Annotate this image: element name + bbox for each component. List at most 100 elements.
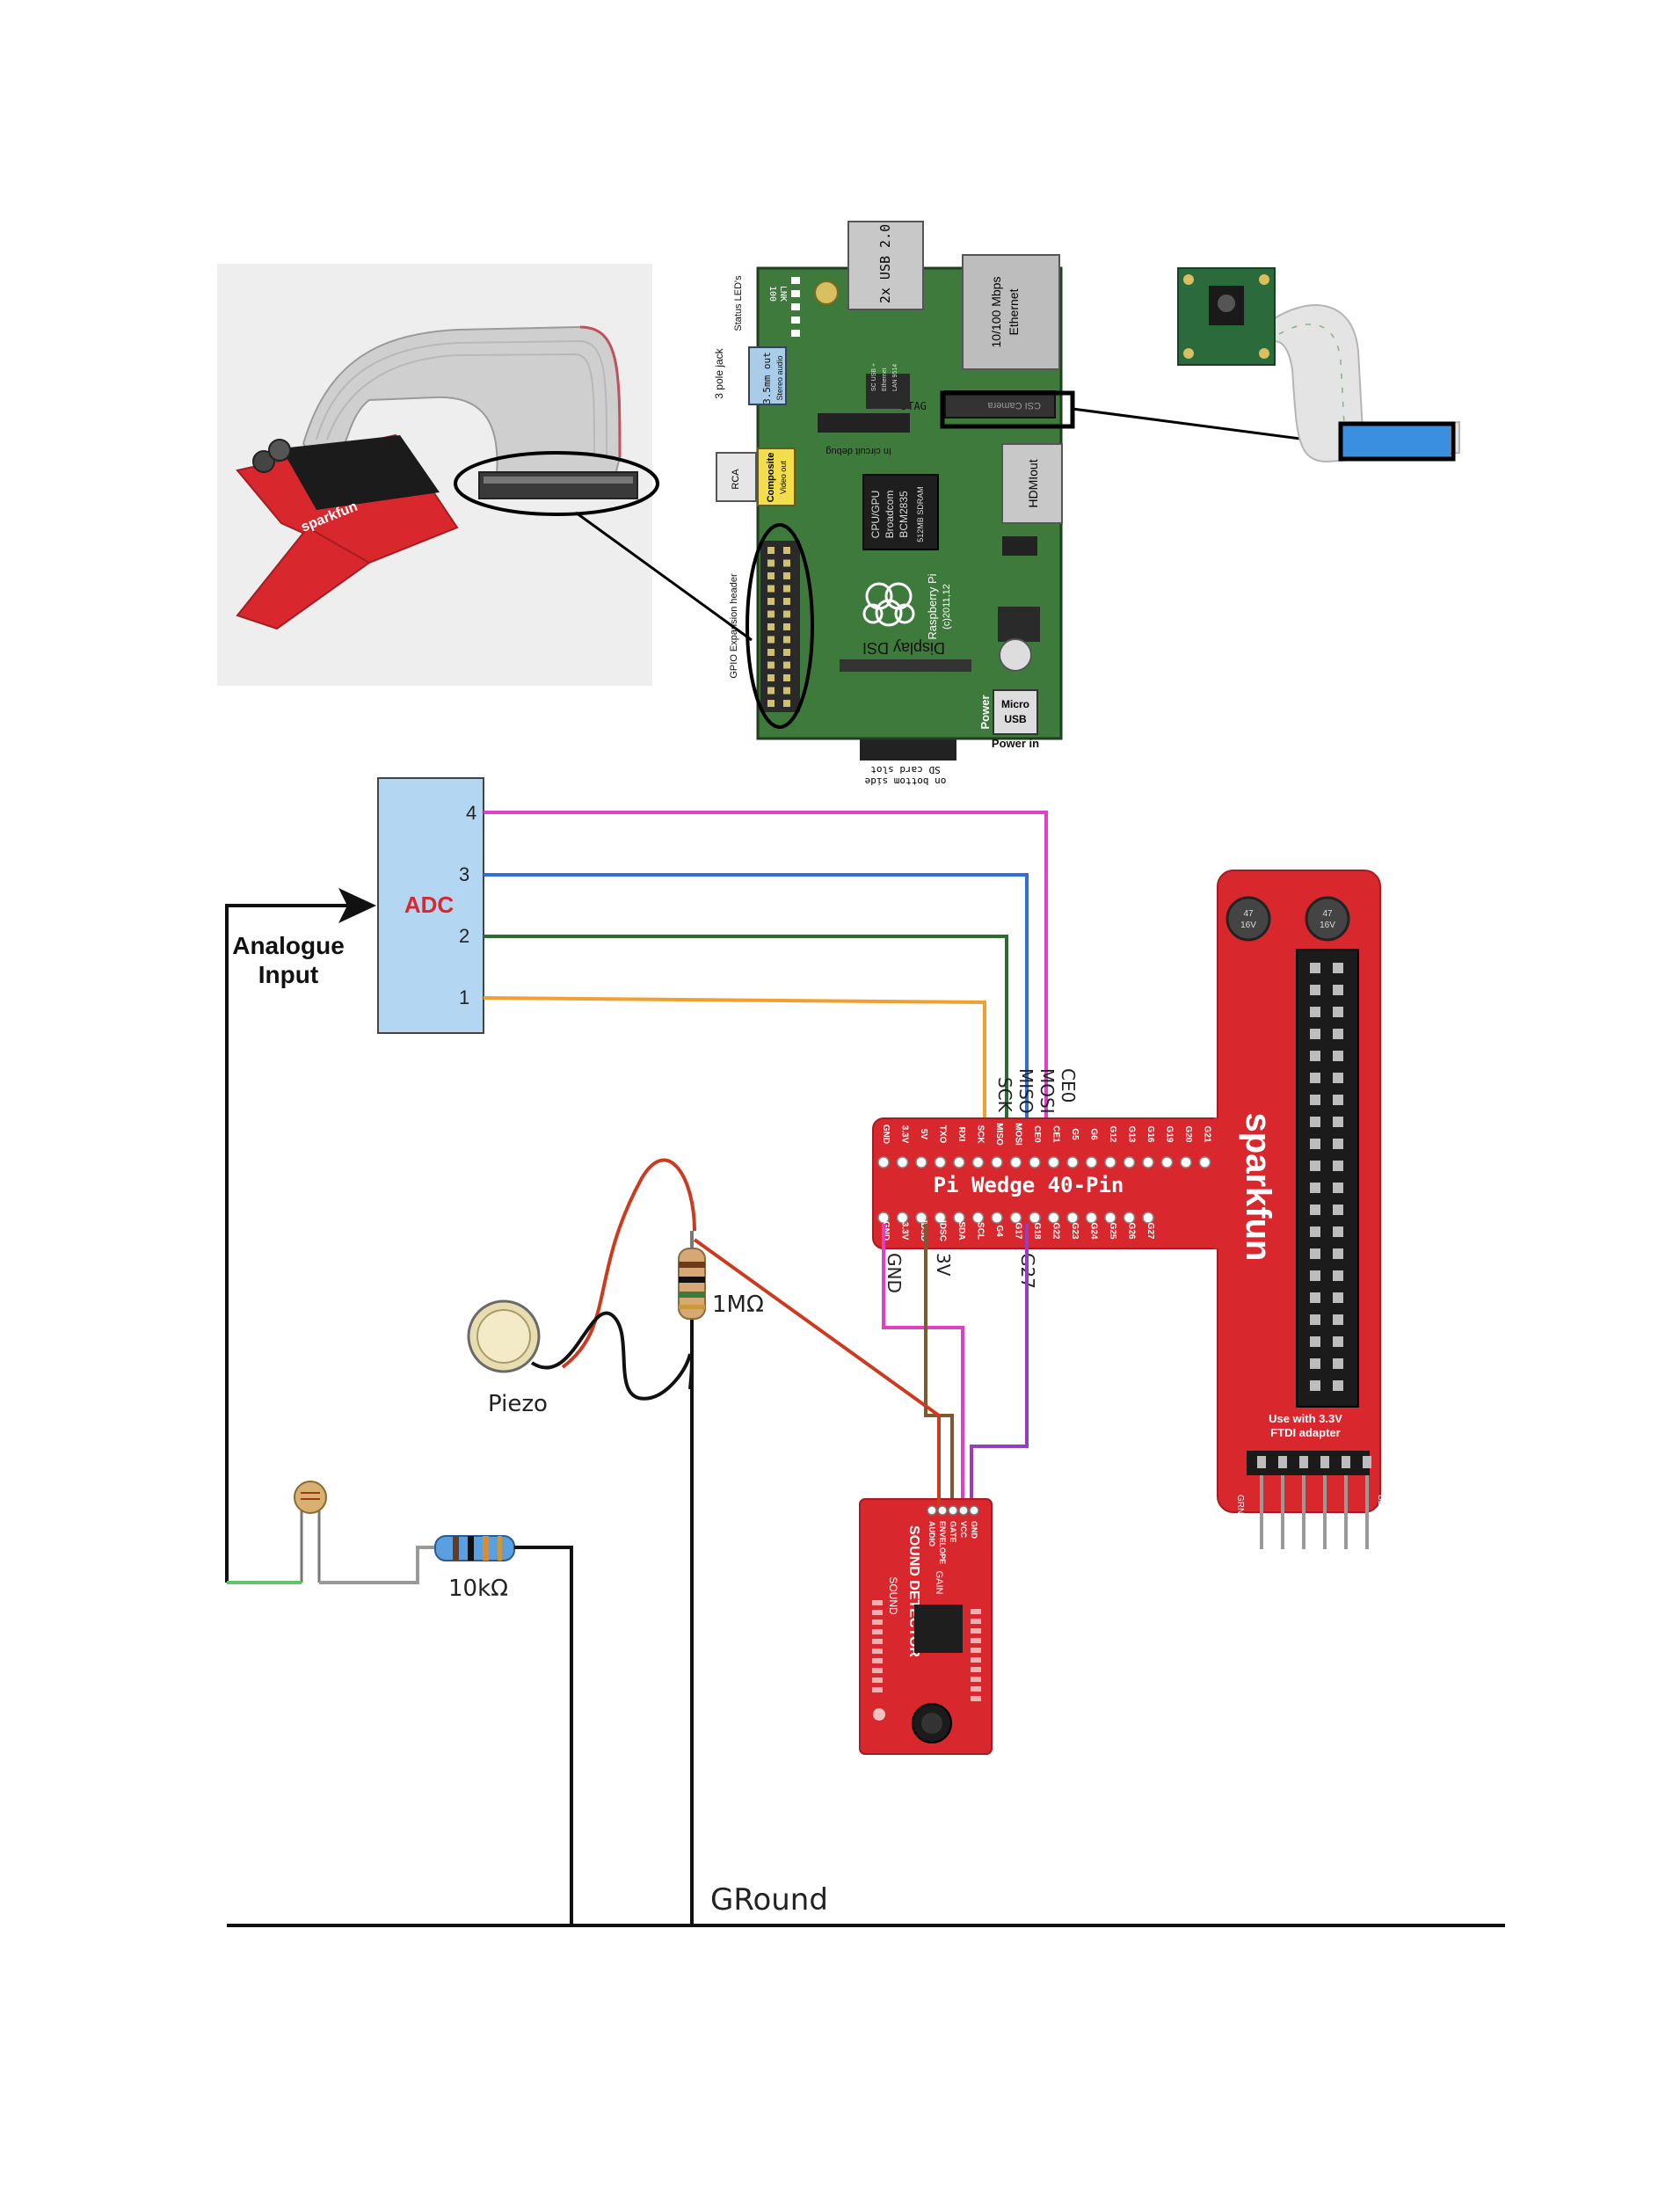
wedge-pin-hole [991,1212,1003,1224]
wire-mosi-blue [484,873,1029,1162]
audio-caption: 3 pole jack [713,347,725,398]
composite-video [757,448,796,506]
status-leds [791,277,800,337]
wedge-pin-label: 3.3V [900,1125,910,1144]
analogue-input-arrow-line [225,904,347,1583]
wedge-pin-hole [971,1156,985,1168]
wedge-header-pin [1310,1336,1320,1347]
wedge-pin-label: G21 [1203,1126,1212,1143]
wedge-pin-hole [1066,1156,1079,1168]
wedge-pin-hole [915,1156,927,1168]
sound-pin-hole [948,1505,958,1516]
voltage-regulator [998,607,1040,642]
wedge-pin-label: G13 [1127,1126,1137,1143]
wedge-pin-label: G12 [1108,1126,1117,1143]
ftdi-label-line1: Use with 3.3V [1269,1412,1342,1425]
composite-label-line1: Composite [766,453,776,503]
wedge-pin-label: G19 [1165,1126,1175,1143]
cap-2-label-line2: 16V [1320,921,1335,930]
sound-pin-hole [969,1505,979,1516]
lan-label-line3: LAN 9514 [892,364,898,391]
gpio-pin [767,559,775,567]
sd-label-line1: SD card slot [870,764,940,775]
power-capacitor [999,638,1032,672]
gpio-pin [767,636,775,644]
sound-side-pad [971,1619,981,1624]
sound-side-pad [971,1657,981,1663]
wedge-header-pin [1333,1161,1343,1171]
sound-side-pad [872,1648,883,1654]
gpio-pin [783,610,790,618]
gpio-pin [783,636,790,644]
wedge-header-pin [1310,1314,1320,1325]
wedge-header-pins [1310,963,1343,1391]
sound-side-pad [872,1629,883,1634]
gpio-pin [767,547,775,554]
dsi-label: Display DSI [862,639,945,657]
wire-1m-to-envelope [693,1238,941,1505]
gpio-pin [783,661,790,669]
ftdi-pin [1299,1456,1308,1468]
power-label-3v: 3V [933,1253,954,1277]
gpio-pin [783,649,790,656]
piezo-icon [467,1299,541,1373]
wedge-pin-label: G4 [994,1225,1004,1237]
resistor-10k-label: 10kΩ [448,1576,508,1602]
cpu-label-line4: 512MB SDRAM [916,486,925,542]
composite-label-line2: Video out [779,461,788,494]
ftdi-pin [1278,1456,1287,1468]
model-label-line1: Raspberry Pi [926,573,939,639]
spi-label-sck: SCK [994,1077,1015,1113]
sound-side-pad [971,1667,981,1672]
sound-side-pad [872,1639,883,1644]
sound-side-pad [872,1668,883,1673]
micro-usb-port [993,689,1038,735]
wedge-pin-hole [1085,1156,1098,1168]
ftdi-pin [1342,1456,1350,1468]
ethernet-port [962,254,1060,370]
cpu-label-line3: BCM2835 [898,491,910,538]
wedge-pin-hole [971,1212,985,1224]
micro-usb-label-line2: USB [1004,713,1027,725]
wedge-pin-label: RXI [956,1127,966,1142]
sound-side-pads [872,1600,981,1701]
wedge-pin-label: 5V [919,1129,928,1140]
wedge-40pin-header [1296,949,1359,1408]
sound-pin-hole [937,1505,948,1516]
sound-pin-hole [927,1505,937,1516]
wedge-pin-hole [1029,1212,1041,1224]
sound-side-pad [971,1638,981,1643]
wedge-pin-label: G23 [1070,1223,1080,1240]
wedge-header-pin [1333,1336,1343,1347]
cable-to-gpio-line [575,511,753,642]
wedge-pin-hole [1029,1156,1041,1168]
wedge-pin-hole [1066,1212,1079,1224]
gpio-pin [767,674,775,681]
wedge-header-pin [1310,1380,1320,1391]
raspberry-pi-board: 2x USB 2.0 10/100 Mbps Ethernet Status L… [713,221,1063,787]
wedge-pin-hole [1104,1156,1116,1168]
status-leds-label: Status LED's [733,275,744,331]
wedge-header-pin [1310,1139,1320,1149]
smd-component [1002,536,1037,556]
wedge-pin-label: G5 [1070,1128,1080,1140]
gpio-pin [767,598,775,605]
usb-port [847,221,924,310]
wedge-pin-label: G20 [1183,1126,1193,1143]
ftdi-pin [1363,1456,1371,1468]
gpio-pin [767,700,775,707]
sound-side-pad [872,1600,883,1605]
sound-side-pad [971,1648,981,1653]
wedge-header-pin [1333,1226,1343,1237]
wedge-header-pin [1333,1051,1343,1061]
wedge-header-pin [1333,1248,1343,1259]
cable-capacitor [252,450,275,473]
analogue-input-label-line2: Input [258,961,318,988]
gpio-pin [767,649,775,656]
wire-10k-ground [514,1546,573,1925]
rca-label: RCA [731,469,741,490]
wedge-header-pin [1310,1007,1320,1017]
wedge-header-pin [1333,1117,1343,1127]
wedge-capacitor-2 [1305,896,1350,942]
